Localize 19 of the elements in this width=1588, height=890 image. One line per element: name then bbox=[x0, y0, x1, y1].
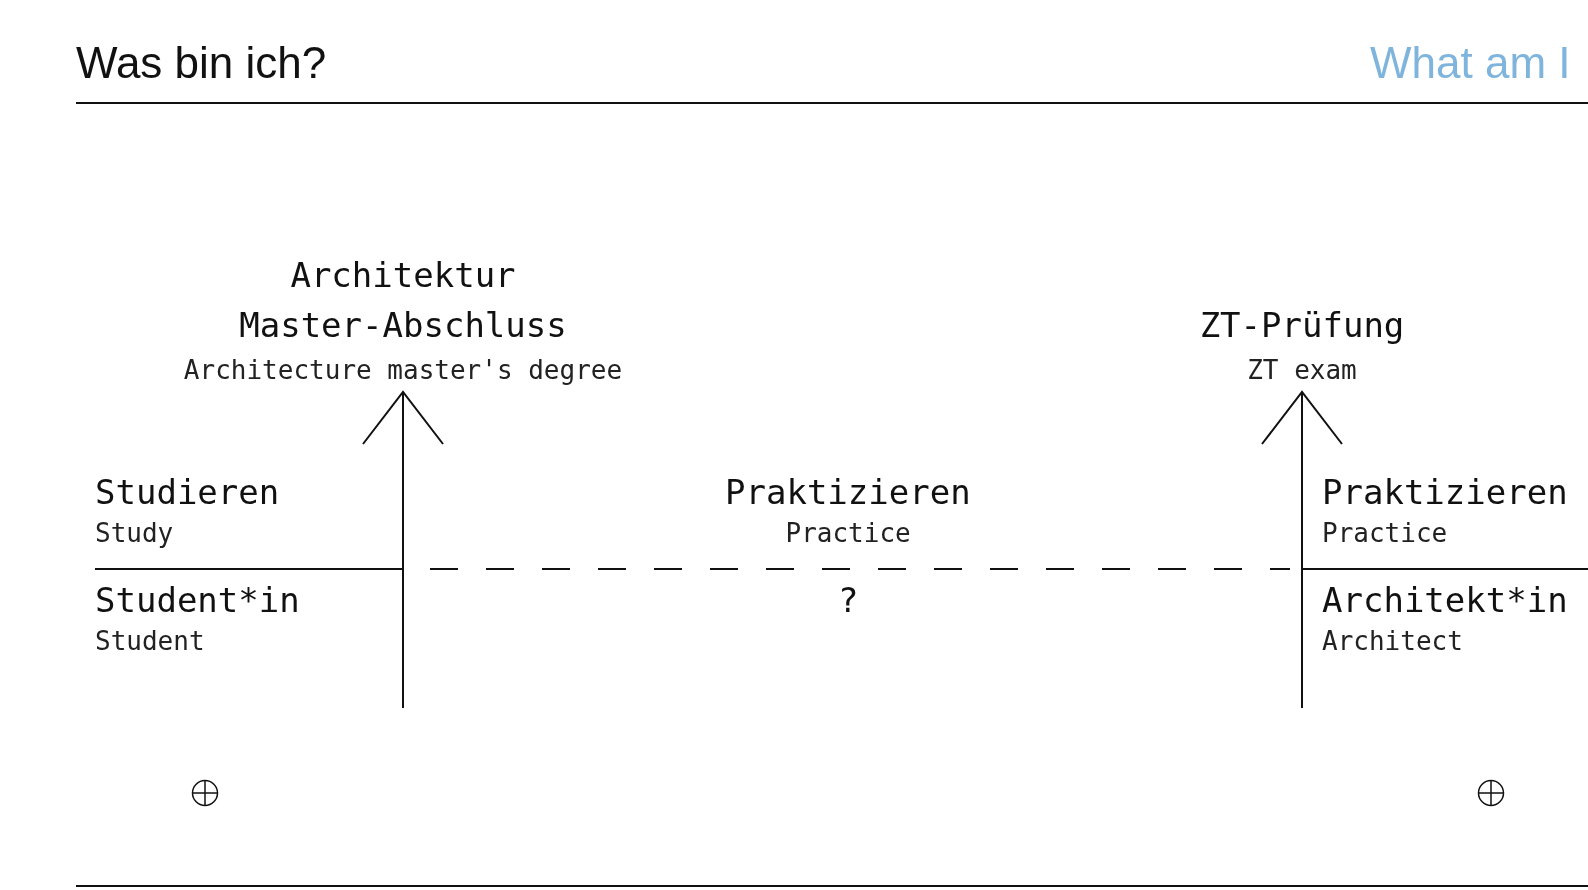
title: Was bin ich? bbox=[76, 38, 327, 88]
phase-label: Studieren bbox=[95, 472, 280, 512]
arrow bbox=[1261, 391, 1343, 709]
milestone-subtitle: Architecture master's degree bbox=[182, 354, 624, 387]
milestone-title: ZT-Prüfung bbox=[1198, 304, 1406, 347]
phase-translation: Practice bbox=[785, 518, 911, 548]
role-translation: Architect bbox=[1322, 626, 1463, 656]
role-translation: Student bbox=[95, 626, 205, 656]
phase-label: Praktizieren bbox=[725, 472, 971, 512]
milestone-title: Architektur Master-Abschluss bbox=[238, 254, 568, 347]
role-label: Student*in bbox=[95, 580, 300, 620]
phase-translation: Study bbox=[95, 518, 174, 548]
role-label: Architekt*in bbox=[1322, 580, 1568, 620]
phase-translation: Practice bbox=[1322, 518, 1448, 548]
role-label: ? bbox=[838, 580, 859, 620]
milestone-subtitle: ZT exam bbox=[1246, 354, 1358, 387]
subtitle: What am I bbox=[1370, 38, 1571, 88]
arrow bbox=[362, 391, 444, 709]
phase-label: Praktizieren bbox=[1322, 472, 1568, 512]
